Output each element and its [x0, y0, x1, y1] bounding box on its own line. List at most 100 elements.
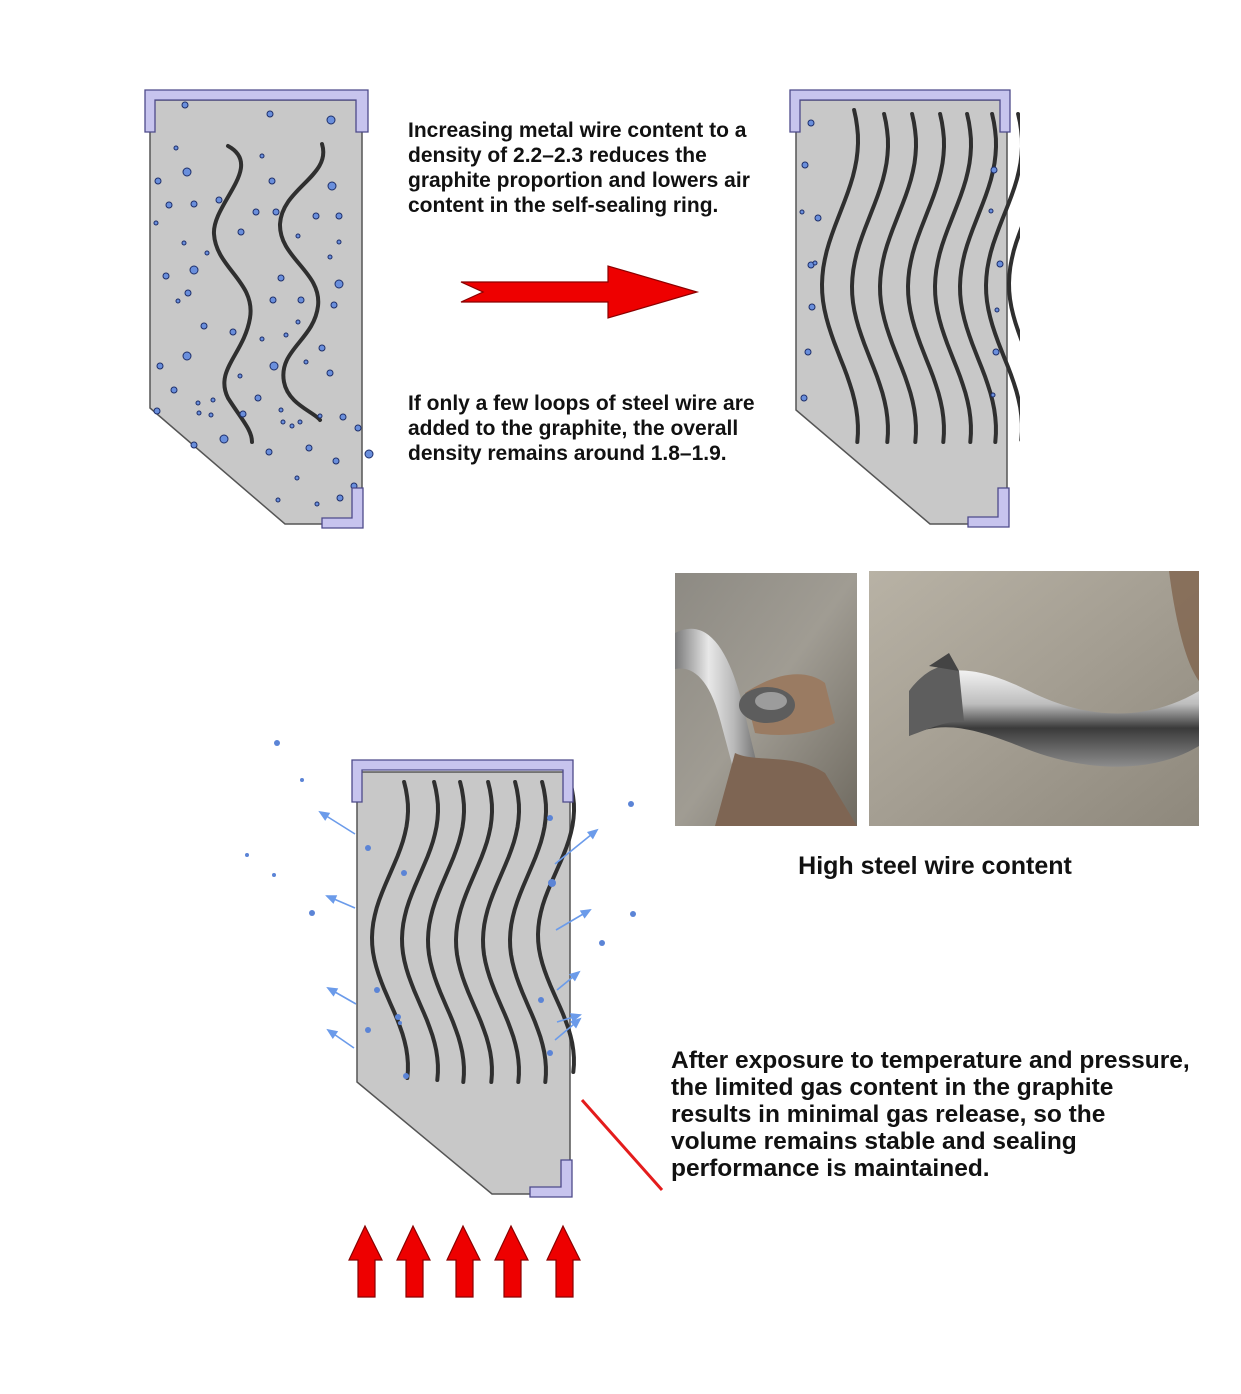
air-bubble [294, 475, 300, 481]
air-bubble [354, 424, 362, 432]
gas-particle [374, 987, 380, 993]
air-bubble [229, 328, 237, 336]
air-bubble [275, 497, 281, 503]
air-bubble [278, 407, 284, 413]
air-bubble [156, 362, 164, 370]
air-bubble [259, 153, 265, 159]
air-bubble [189, 265, 199, 275]
air-bubble [326, 369, 334, 377]
air-bubble [204, 250, 210, 256]
pressure-arrows [348, 1224, 581, 1298]
air-bubble [330, 301, 338, 309]
air-bubble [807, 119, 815, 127]
gas-arrow-head [569, 1013, 582, 1023]
air-bubble [801, 161, 809, 169]
air-bubbles [799, 119, 1004, 402]
gas-particle [309, 910, 315, 916]
gas-particle [395, 1014, 401, 1020]
air-bubble [195, 400, 201, 406]
steel-wire [453, 780, 495, 1084]
note-after-exposure: After exposure to temperature and pressu… [671, 1047, 1190, 1182]
air-bubble [215, 196, 223, 204]
air-bubble [297, 296, 305, 304]
air-bubble [804, 348, 812, 356]
gas-particle [538, 997, 544, 1003]
air-bubble [990, 392, 996, 398]
air-bubble [210, 397, 216, 403]
ring-under-pressure [245, 740, 664, 1298]
air-bubble [190, 200, 198, 208]
air-bubble [268, 177, 276, 185]
gas-particle [365, 1027, 371, 1033]
air-bubbles [153, 101, 374, 507]
steel-wires [819, 108, 1020, 444]
air-bubble [153, 407, 161, 415]
gas-particle [548, 879, 556, 887]
photo-ring-closeup [869, 571, 1199, 826]
steel-wire [932, 112, 974, 444]
gas-arrow-head [325, 895, 338, 904]
gas-particle [365, 845, 371, 851]
gas-particle [628, 801, 634, 807]
air-bubble [219, 434, 229, 444]
air-bubble [295, 233, 301, 239]
steel-wire [1006, 226, 1020, 342]
air-bubble [314, 501, 320, 507]
air-bubble [808, 303, 816, 311]
air-bubble [153, 220, 159, 226]
air-bubble [318, 344, 326, 352]
air-bubble [814, 214, 822, 222]
air-bubble [800, 394, 808, 402]
air-bubble [988, 208, 994, 214]
gas-arrow-head [326, 986, 339, 997]
steel-wire [905, 112, 947, 444]
gas-release-arrows [318, 810, 599, 1049]
air-bubble [283, 332, 289, 338]
bracket-top [144, 89, 369, 133]
gas-arrow-head [318, 810, 331, 821]
bracket-bottom [529, 1159, 573, 1198]
air-bubble [165, 201, 173, 209]
air-bubble [335, 212, 343, 220]
air-bubble [996, 260, 1004, 268]
air-bubble [799, 209, 805, 215]
air-bubble [184, 289, 192, 297]
air-bubble [254, 394, 262, 402]
air-bubble [239, 410, 247, 418]
ring-high-density [789, 89, 1020, 528]
air-bubble [327, 181, 337, 191]
note-increase-wire: Increasing metal wire content to a densi… [408, 119, 750, 217]
air-bubble [295, 319, 301, 325]
photo-hand-ring [675, 573, 857, 826]
air-bubble [326, 115, 336, 125]
air-bubble [994, 307, 1000, 313]
ring-body [795, 99, 1008, 525]
air-bubble [289, 423, 295, 429]
air-bubble [297, 419, 303, 425]
gas-particle [403, 1073, 409, 1079]
bracket-top [789, 89, 1011, 133]
air-bubble [182, 167, 192, 177]
gas-particle [630, 911, 636, 917]
gas-particle [274, 740, 280, 746]
ring-low-density [144, 89, 374, 529]
air-bubble [175, 298, 181, 304]
gas-particle [398, 1021, 402, 1025]
air-bubble [280, 419, 286, 425]
air-bubble [181, 101, 189, 109]
transition-arrow [460, 265, 700, 319]
gas-arrow-head [326, 1028, 339, 1040]
air-bubble [190, 441, 198, 449]
air-bubble [317, 413, 323, 419]
air-bubble [332, 457, 340, 465]
gas-particle [245, 853, 249, 857]
air-bubble [303, 359, 309, 365]
air-bubble [182, 351, 192, 361]
air-bubble [272, 208, 280, 216]
air-bubble [327, 254, 333, 260]
note-few-loops: If only a few loops of steel wire are ad… [408, 392, 755, 465]
air-bubble [334, 279, 344, 289]
callout-line [580, 1099, 664, 1191]
gas-particle [401, 870, 407, 876]
air-bubble [336, 494, 344, 502]
